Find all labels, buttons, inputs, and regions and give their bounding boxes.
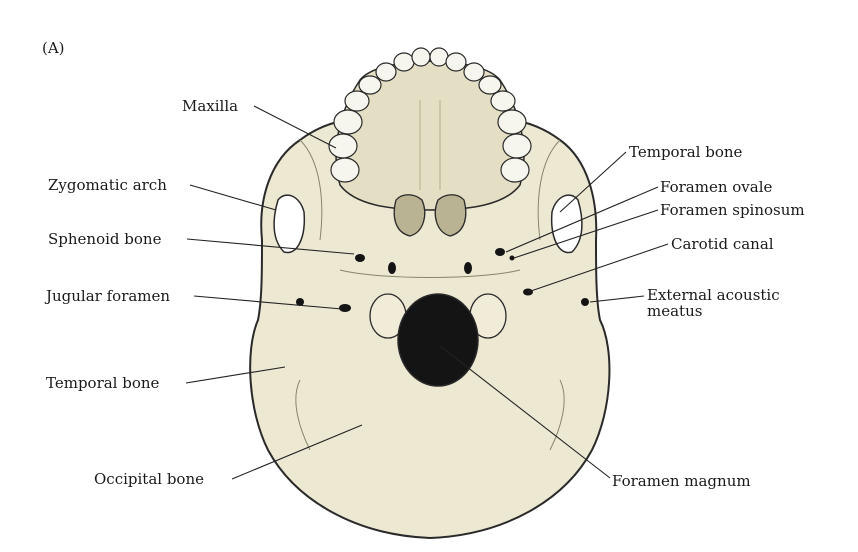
label-occipital-bone: Occipital bone	[94, 470, 205, 488]
label-carotid-canal: Carotid canal	[671, 235, 774, 253]
panel-label: (A)	[42, 39, 65, 57]
label-zygomatic-arch: Zygomatic arch	[48, 176, 167, 194]
label-maxilla: Maxilla	[182, 97, 239, 115]
teeth-row	[328, 47, 532, 183]
choanae	[393, 194, 467, 237]
bone-texture	[295, 100, 565, 451]
label-foramen-spinosum: Foramen spinosum	[660, 201, 805, 219]
foramen-magnum-shape	[397, 293, 479, 387]
occipital-condyles	[369, 293, 507, 339]
label-external-acoustic-meatus: External acoustic meatus	[647, 286, 780, 320]
label-temporal-bone-right: Temporal bone	[629, 143, 743, 161]
zygomatic-opening-left	[273, 194, 306, 254]
label-foramen-magnum: Foramen magnum	[612, 472, 751, 490]
foramina	[296, 248, 589, 312]
leader-lines	[185, 105, 669, 480]
label-temporal-bone-left: Temporal bone	[46, 374, 160, 392]
label-jugular-foramen: Jugular foramen	[46, 287, 171, 305]
label-sphenoid-bone: Sphenoid bone	[48, 230, 162, 248]
label-foramen-ovale: Foramen ovale	[660, 178, 773, 196]
